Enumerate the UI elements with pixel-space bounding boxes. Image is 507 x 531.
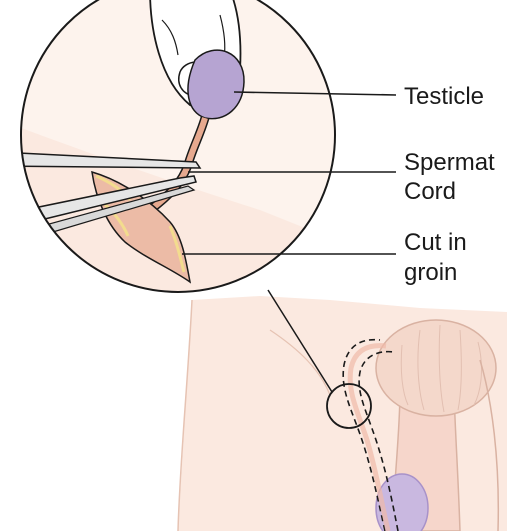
label-cut-line1: Cut in — [404, 229, 467, 256]
magnified-view — [0, 0, 360, 300]
label-spermatic-cord-line2: Cord — [404, 178, 456, 205]
body-illustration — [178, 290, 507, 531]
label-cut-line2: groin — [404, 259, 457, 286]
label-testicle: Testicle — [404, 83, 484, 110]
labels: Testicle Spermat Cord Cut in groin — [404, 83, 495, 286]
pubic-bulge — [376, 320, 496, 416]
label-spermatic-cord-line1: Spermat — [404, 149, 495, 176]
